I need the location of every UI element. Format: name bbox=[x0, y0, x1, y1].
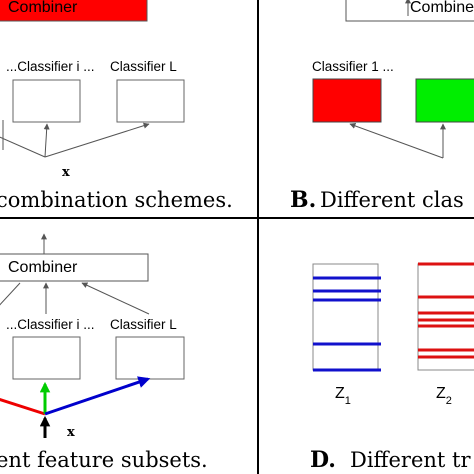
panel-a-input-x: x bbox=[62, 165, 70, 180]
panel-b-classifier-1-box bbox=[312, 78, 382, 123]
panel-a-classifier-i-box bbox=[12, 79, 81, 123]
panel-a-caption: combination schemes. bbox=[0, 188, 233, 212]
panel-c-classifier-l-label: Classifier L bbox=[110, 317, 177, 332]
panel-b-classifier-1-label: Classifier 1 ... bbox=[312, 59, 394, 74]
panel-b-combiner-label: Combiner bbox=[410, 0, 474, 16]
panel-c-input-x: x bbox=[67, 425, 75, 440]
panel-a-classifier-i-label: ...Classifier i ... bbox=[6, 59, 95, 74]
panel-c: Combiner ...Classifier i ... Classifier … bbox=[0, 233, 208, 472]
panel-d-set-2-stripes bbox=[418, 262, 474, 359]
panel-a-combiner-label: Combiner bbox=[8, 0, 78, 16]
panel-b-combiner-box bbox=[345, 0, 474, 22]
panel-c-arrow-l-combiner bbox=[81, 282, 150, 315]
panel-a: Combiner ...Classifier i ... Classifier … bbox=[0, 0, 233, 212]
panel-b-caption-letter: B. bbox=[290, 187, 316, 213]
panel-c-combiner-label: Combiner bbox=[8, 259, 78, 276]
panel-d-set-1-stripes bbox=[313, 276, 381, 372]
panel-c-classifier-l-box bbox=[115, 336, 185, 380]
panel-d-caption-text: Different tr bbox=[350, 448, 471, 472]
panel-c-classifier-i-box bbox=[12, 336, 81, 380]
panel-d-z1-subscript: 1 bbox=[345, 395, 351, 407]
panel-a-combiner-box bbox=[0, 0, 148, 22]
panel-a-classifier-l-box bbox=[116, 79, 185, 123]
panel-c-arrow-left-combiner bbox=[0, 282, 21, 306]
panel-b: Combiner Classifier 1 ... B. Different c… bbox=[290, 0, 474, 213]
panel-d-z2-label: Z2 bbox=[436, 385, 452, 407]
panel-a-arrow-to-i bbox=[43, 123, 50, 158]
panel-b-caption-text: Different clas bbox=[320, 188, 464, 212]
panel-d-training-set-1 bbox=[312, 263, 379, 371]
panel-d-caption-letter: D. bbox=[310, 447, 336, 473]
panel-c-caption: ent feature subsets. bbox=[0, 448, 208, 472]
panel-b-arrow-to-1 bbox=[349, 123, 444, 159]
panel-d-training-set-2 bbox=[417, 263, 474, 371]
panel-a-arrow-to-l bbox=[44, 122, 150, 158]
panel-c-combiner-box bbox=[0, 253, 149, 282]
panel-a-arrow-left bbox=[0, 136, 46, 158]
panel-d-z2-subscript: 2 bbox=[446, 395, 452, 407]
panel-d-z1-label: Z1 bbox=[335, 385, 351, 407]
panel-c-classifier-i-label: ...Classifier i ... bbox=[6, 317, 95, 332]
panel-b-classifier-2-box bbox=[415, 78, 474, 123]
panel-d: Z1 Z2 D. Different tr bbox=[310, 262, 474, 473]
panel-a-classifier-l-label: Classifier L bbox=[110, 59, 177, 74]
panel-c-feature-arrow-blue bbox=[44, 376, 151, 416]
panel-c-feature-arrow-red bbox=[0, 398, 46, 416]
